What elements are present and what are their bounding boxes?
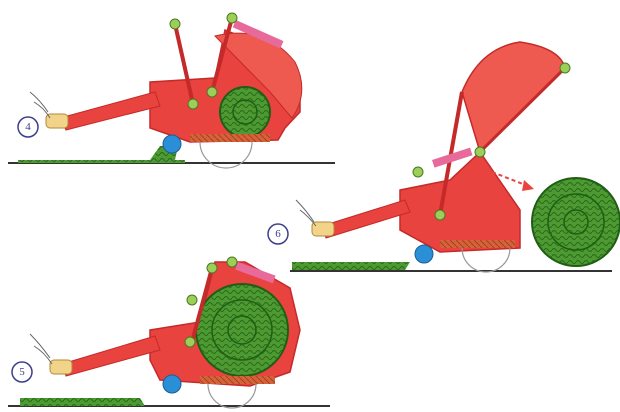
bale <box>220 87 270 137</box>
windrow <box>292 262 410 270</box>
drawbar <box>60 92 160 130</box>
windrow <box>20 398 145 406</box>
pivot <box>227 257 237 267</box>
pivot <box>435 210 445 220</box>
pto-hoses <box>296 200 316 226</box>
ejection-arrowhead <box>522 180 534 191</box>
tailgate-raised <box>462 42 565 152</box>
wheel <box>200 142 252 168</box>
step-label: 5 <box>19 366 25 378</box>
wheel <box>462 248 510 272</box>
pivot <box>413 167 423 177</box>
step-label: 6 <box>275 228 281 240</box>
step-label: 4 <box>25 121 31 133</box>
pickup-roller <box>163 375 181 393</box>
pivot <box>560 63 570 73</box>
pivot <box>227 13 237 23</box>
hitch <box>312 222 334 236</box>
pivot <box>170 19 180 29</box>
pivot <box>207 87 217 97</box>
drawbar <box>62 336 160 376</box>
pickup-roller <box>415 245 433 263</box>
pivot <box>187 295 197 305</box>
conveyor-belt <box>200 376 275 384</box>
wheel <box>208 384 256 408</box>
pto-hoses <box>30 334 52 364</box>
hitch <box>50 360 72 374</box>
panel-step-5: 5 <box>8 257 330 408</box>
drawbar <box>322 200 410 238</box>
windrow <box>18 146 185 163</box>
pto-hoses <box>30 92 50 118</box>
pickup-roller <box>163 135 181 153</box>
bale <box>532 178 620 266</box>
bale <box>196 284 288 376</box>
panel-step-6: 6 <box>268 42 620 272</box>
pivot <box>207 263 217 273</box>
pivot <box>188 99 198 109</box>
panel-step-4: 4 <box>8 13 335 168</box>
pivot <box>475 147 485 157</box>
conveyor-belt <box>190 134 270 142</box>
pivot <box>185 337 195 347</box>
conveyor-belt <box>440 240 515 248</box>
